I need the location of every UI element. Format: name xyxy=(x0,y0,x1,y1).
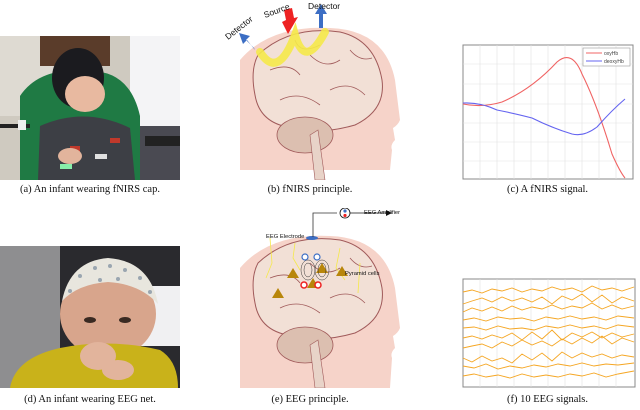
label-detector-right: Detector xyxy=(308,1,340,11)
legend-oxyhb: oxyHb xyxy=(604,51,618,57)
caption-e: (e) EEG principle. xyxy=(271,394,349,405)
label-eeg-electrode: EEG Electrode xyxy=(266,234,304,240)
caption-f: (f) 10 EEG signals. xyxy=(506,394,589,405)
label-detector-left: Detector xyxy=(223,14,255,42)
label-eeg-amplifier: EEG Amplifier xyxy=(364,210,400,216)
chart-eeg-signals xyxy=(462,278,636,388)
caption-d: (d) An infant wearing EEG net. xyxy=(24,394,156,405)
diagram-eeg-principle: EEG Amplifier EEG Electrode Pyramid cell… xyxy=(200,208,420,388)
photo-infant-fnirs-cap xyxy=(0,36,180,180)
label-pyramid-cells: Pyramid cells xyxy=(345,271,380,277)
caption-b: (b) fNIRS principle. xyxy=(267,184,353,195)
photo-infant-eeg-net xyxy=(0,246,180,388)
caption-a: (a) An infant wearing fNIRS cap. xyxy=(20,184,160,195)
diagram-fnirs-principle: Detector Source Detector xyxy=(200,0,420,180)
chart-fnirs-signal: oxyHb deoxyHb xyxy=(462,44,634,180)
caption-c: (c) A fNIRS signal. xyxy=(506,184,589,195)
legend-deoxyhb: deoxyHb xyxy=(604,59,624,65)
